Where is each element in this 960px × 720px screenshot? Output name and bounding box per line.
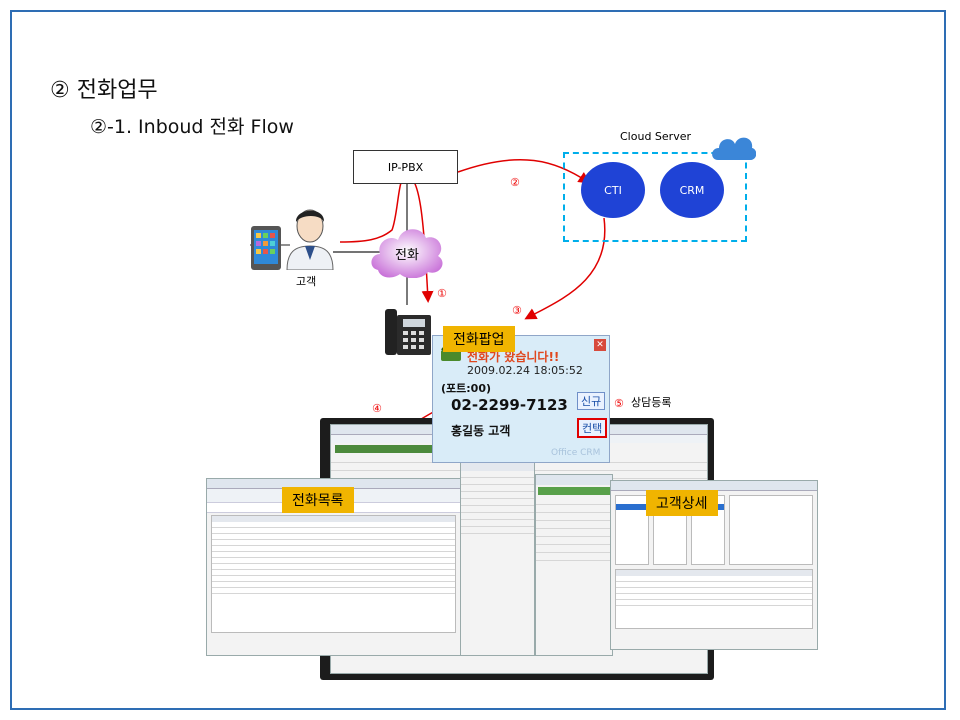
popup-datetime: 2009.02.24 18:05:52 xyxy=(467,364,583,377)
popup-customer-name: 홍길동 고객 xyxy=(451,424,511,438)
call-popup-label: 전화팝업 xyxy=(443,326,515,352)
new-customer-button[interactable]: 신규 xyxy=(577,392,606,410)
cti-node: CTI xyxy=(581,162,645,218)
step-4-marker: ④ xyxy=(372,402,382,415)
customer-detail-label: 고객상세 xyxy=(646,490,718,516)
step-1-marker: ① xyxy=(437,287,447,300)
crm-label: CRM xyxy=(679,183,705,197)
cti-label: CTI xyxy=(604,183,622,197)
page-title: ② 전화업무 xyxy=(50,78,158,103)
consult-register-window xyxy=(535,474,613,656)
phone-network-label: 전화 xyxy=(395,248,419,263)
middle-list-window xyxy=(460,462,535,656)
call-list-label: 전화목록 xyxy=(282,487,354,513)
popup-headline: 전화가 왔습니다!! xyxy=(467,350,560,364)
cloud-server-boundary xyxy=(563,152,747,242)
contact-button[interactable]: 컨택 xyxy=(577,418,608,438)
cloud-icon xyxy=(712,137,756,160)
popup-port: (포트:00) xyxy=(441,382,492,395)
call-popup-window: ✕ 전화가 왔습니다!! 2009.02.24 18:05:52 (포트:00)… xyxy=(432,335,610,463)
step-5-marker: ⑤ xyxy=(614,397,624,410)
smartphone-icon xyxy=(251,226,281,270)
phone-network-cloud-icon xyxy=(371,229,443,278)
customer-label: 고객 xyxy=(296,275,317,288)
cloud-server-label: Cloud Server xyxy=(620,130,691,143)
step-3-marker: ③ xyxy=(512,304,522,317)
close-icon[interactable]: ✕ xyxy=(594,339,606,351)
ip-pbx-node: IP-PBX xyxy=(353,150,458,184)
ip-pbx-label: IP-PBX xyxy=(387,160,424,174)
page-subtitle: ②-1. Inboud 전화 Flow xyxy=(90,116,294,138)
popup-watermark: Office CRM xyxy=(551,448,601,458)
popup-phone-number: 02-2299-7123 xyxy=(451,396,568,414)
crm-node: CRM xyxy=(660,162,724,218)
consult-register-label: 상담등록 xyxy=(631,396,672,409)
step-2-marker: ② xyxy=(510,176,520,189)
customer-person-icon xyxy=(286,209,334,270)
desk-phone-icon xyxy=(385,309,431,355)
